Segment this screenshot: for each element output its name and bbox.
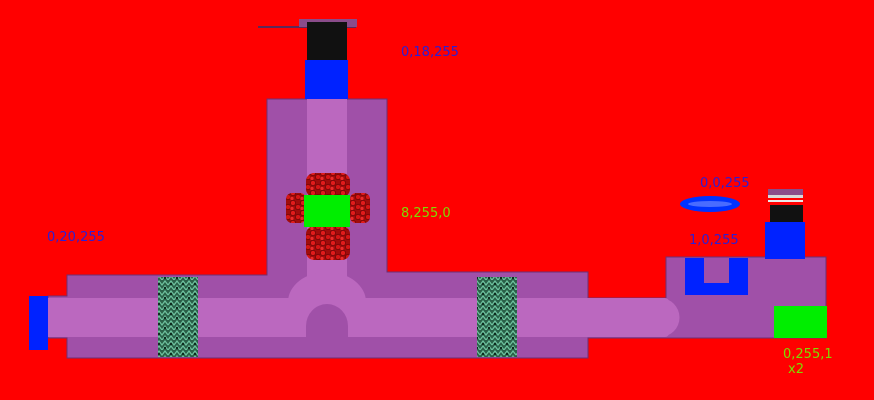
top-valve-label: 0,18,255 [401, 45, 459, 60]
center-green-valve[interactable] [304, 195, 350, 227]
pipe-end-round [660, 298, 680, 337]
right-green-output[interactable] [774, 306, 827, 338]
right-cup-label: 1,0,255 [689, 233, 739, 248]
berry-cluster-right [350, 193, 370, 223]
t-junction-dome [306, 304, 348, 337]
top-black-cap [307, 22, 347, 60]
right-float-glow [688, 201, 732, 207]
right-output-multiplier: x2 [788, 362, 804, 377]
berry-cluster-bottom [306, 226, 350, 260]
right-cap-stripe-2 [768, 200, 803, 202]
right-cap-stripe [768, 195, 803, 198]
right-cup-valve[interactable] [685, 258, 748, 295]
center-valve-label: 8,255,0 [401, 206, 451, 221]
horizontal-inner-channel [40, 298, 669, 337]
t-junction-hump [288, 272, 366, 302]
vine-right [477, 277, 517, 357]
right-blue-valve[interactable] [765, 222, 805, 259]
left-inlet-label: 0,20,255 [47, 230, 105, 245]
left-blue-valve[interactable] [29, 296, 48, 350]
right-black-cap [770, 205, 803, 222]
right-cap-lid [768, 189, 803, 195]
berry-cluster-left [286, 193, 306, 223]
vine-left [158, 277, 198, 357]
pipe-outer-body [47, 98, 827, 359]
top-blue-valve[interactable] [305, 60, 348, 99]
right-output-label: 0,255,1 [783, 347, 833, 362]
right-float-label: 0,0,255 [700, 176, 750, 191]
berry-cluster-top [306, 173, 350, 197]
